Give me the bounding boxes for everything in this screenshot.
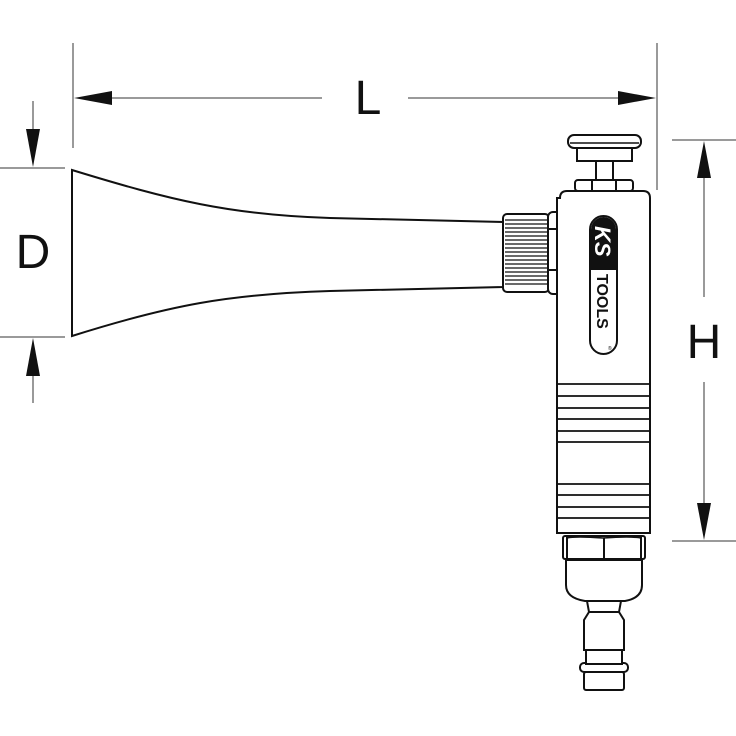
dimension-label-height: H xyxy=(687,316,722,369)
knurled-nut xyxy=(502,211,563,295)
arrowhead-right-icon xyxy=(618,91,656,105)
connector-neck xyxy=(585,600,623,613)
arrowhead-up-icon xyxy=(26,338,40,376)
air-connector xyxy=(565,559,643,691)
logo-dark-top xyxy=(591,216,616,270)
dimension-label-length: L xyxy=(355,72,382,125)
arrowhead-down-icon xyxy=(26,129,40,167)
button-collar xyxy=(576,147,633,162)
brand-logo: KS TOOLS ® xyxy=(589,215,618,355)
dimension-diameter: D xyxy=(0,101,65,403)
button-nut xyxy=(574,179,634,192)
logo-ks-text: KS xyxy=(590,226,615,257)
handle-outline xyxy=(556,190,651,534)
logo-registered-mark: ® xyxy=(608,345,612,352)
button-stem xyxy=(595,160,614,182)
horn xyxy=(71,168,504,338)
lower-hex-nut xyxy=(562,535,646,560)
plug-body xyxy=(583,611,625,651)
dimension-label-diameter: D xyxy=(16,226,51,279)
horn-body xyxy=(71,168,504,338)
arrowhead-left-icon xyxy=(74,91,112,105)
grip-rings xyxy=(558,383,649,519)
handle-body xyxy=(556,190,651,534)
arrowhead-down-icon xyxy=(697,503,711,540)
plug-tip xyxy=(583,671,625,691)
dimension-height: H xyxy=(672,139,736,542)
valve-button xyxy=(567,134,642,192)
dimension-length: L xyxy=(72,43,658,190)
plug-shank xyxy=(585,649,623,665)
logo-tools-text: TOOLS xyxy=(593,274,610,329)
arrowhead-up-icon xyxy=(697,141,711,178)
connector-body xyxy=(565,559,643,602)
button-cap xyxy=(567,134,642,149)
